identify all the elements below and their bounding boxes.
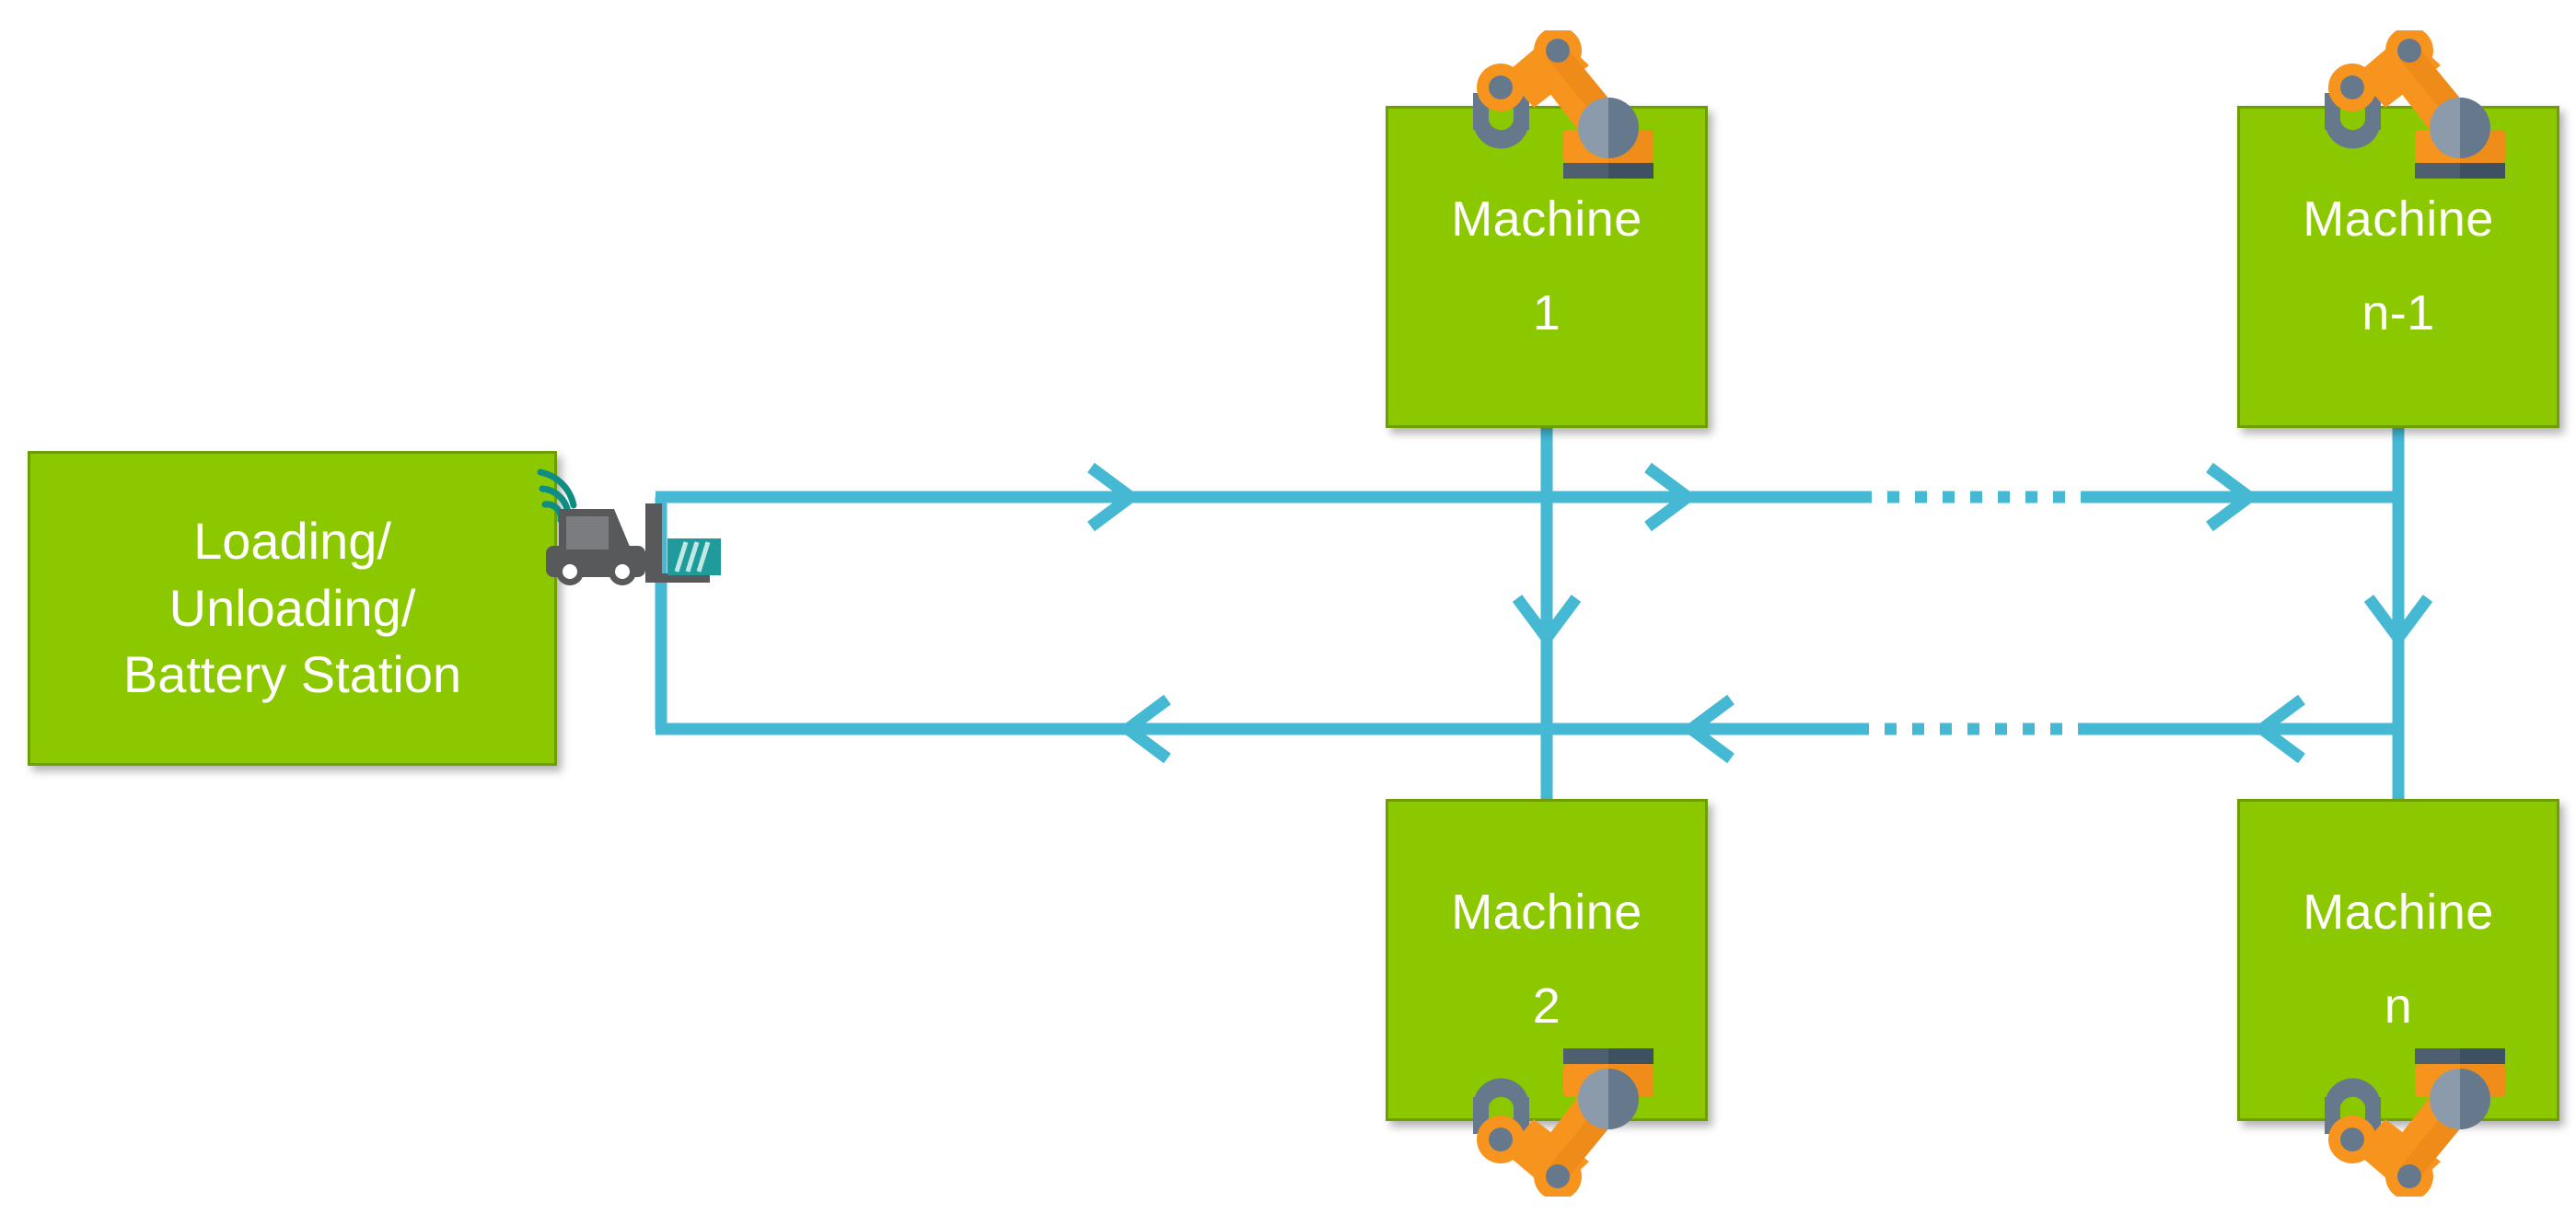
wifi-dot-icon: [559, 513, 574, 527]
arrow-return-2: [1681, 694, 1735, 764]
robot-joint-wrist: [1546, 39, 1570, 63]
robot-arm-links: [1477, 30, 1654, 163]
machine-index: 2: [1532, 978, 1561, 1034]
machine-label: Machine: [2303, 885, 2494, 941]
arrow-down-machine1: [1512, 595, 1582, 648]
machine-label: Machine: [2303, 191, 2494, 248]
robot-base-plate: [1563, 163, 1654, 179]
cargo-box-icon: [667, 538, 721, 575]
arrow-outbound-3: [2206, 462, 2259, 532]
robot-arm-gripper: [1473, 76, 1529, 149]
station-label-line-3: Battery Station: [122, 645, 462, 704]
robot-joint-elbow: [1489, 75, 1513, 99]
forklift-icon: [546, 503, 710, 583]
machine-node-1[interactable]: Machine 1: [1386, 30, 1708, 428]
agv-forklift[interactable]: [529, 465, 769, 640]
arrow-down-machinen1: [2363, 595, 2433, 648]
robot-arm-icon: [1473, 30, 1654, 179]
machine-node-n-1[interactable]: Machine n-1: [2237, 30, 2559, 428]
station-label-line-2: Unloading/: [168, 578, 416, 637]
robot-arm-icon: [2325, 1048, 2505, 1197]
machine-node-2[interactable]: Machine 2: [1386, 799, 1708, 1197]
arrow-return-1: [1118, 694, 1171, 764]
machine-index: n: [2384, 978, 2413, 1034]
station-label-line-1: Loading/: [193, 511, 391, 570]
robot-arm-shading: [1547, 43, 1654, 163]
machine-label: Machine: [1451, 885, 1642, 941]
machine-label: Machine: [1451, 191, 1642, 248]
machine-node-n[interactable]: Machine n: [2237, 799, 2559, 1197]
arrow-outbound-2: [1644, 462, 1698, 532]
machine-index: n-1: [2361, 285, 2435, 341]
machine-index: 1: [1532, 285, 1561, 341]
station-node-loading-unloading-battery[interactable]: Loading/ Unloading/ Battery Station: [28, 451, 557, 766]
forklift-cab-window: [566, 516, 609, 549]
robot-arm-icon: [1473, 1048, 1654, 1197]
robot-arm-icon: [2325, 30, 2505, 179]
arrow-return-3: [2252, 694, 2305, 764]
arrow-outbound-1: [1087, 462, 1141, 532]
robot-joint-base: [1578, 98, 1639, 158]
